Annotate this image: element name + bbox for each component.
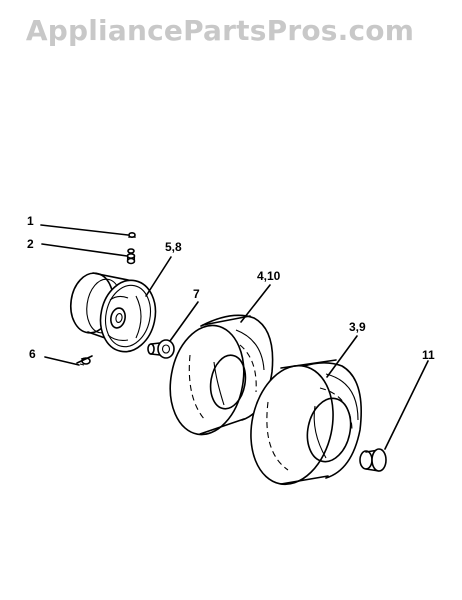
part-6-valve-stem[interactable] [76,355,93,366]
part-11-bushing[interactable] [359,448,387,472]
callout-3-9: 3,9 [349,320,366,334]
part-3-9-tire[interactable] [240,358,362,492]
part-2-nut[interactable] [126,248,136,265]
callout-5-8: 5,8 [165,240,182,254]
callout-6: 6 [29,347,36,361]
watermark-logo: AppliancePartsPros.com [25,14,415,47]
callout-labels: 1 2 5,8 7 4,10 3,9 6 11 [27,214,435,362]
part-4-10-tire[interactable] [162,314,274,440]
part-5-8-wheel-rim[interactable] [67,270,162,356]
callout-2: 2 [27,237,34,251]
part-7-spacer[interactable] [147,339,175,359]
callout-1: 1 [27,214,34,228]
callout-4-10: 4,10 [257,269,281,283]
leader-lines [40,224,429,450]
part-1-bolt[interactable] [128,232,136,239]
callout-11: 11 [422,348,435,362]
callout-7: 7 [193,287,200,301]
